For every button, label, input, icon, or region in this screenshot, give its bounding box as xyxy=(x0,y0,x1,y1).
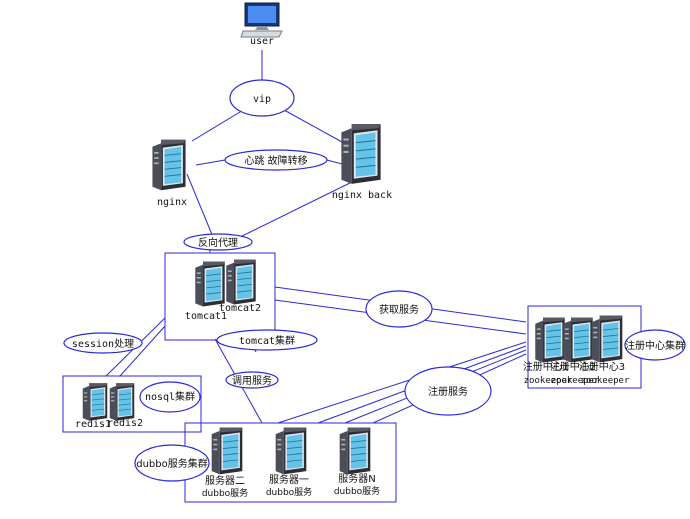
redis1-label: redis1 xyxy=(75,419,111,430)
server-2-label: 服务器二 xyxy=(205,474,245,487)
server-1-sub: dubbo服务 xyxy=(266,486,312,498)
nginx-label: nginx xyxy=(157,197,187,208)
zookeeper-label-1: zookeeper xyxy=(524,376,573,386)
label-ellipses xyxy=(63,79,686,482)
tomcat1-label: tomcat1 xyxy=(185,311,227,322)
registry-label-2: 注册中心2 xyxy=(550,360,596,373)
register-service-label: 注册服务 xyxy=(428,385,468,398)
server-2-sub: dubbo服务 xyxy=(202,487,248,499)
zookeeper-label-3: zookeeper xyxy=(581,376,630,386)
call-service-label: 调用服务 xyxy=(232,374,272,387)
registry-cluster-label: 注册中心集群 xyxy=(625,339,685,352)
server-tower-icon xyxy=(82,123,623,475)
registry-label-1: 注册中心1 xyxy=(523,360,569,373)
computer-icon xyxy=(240,2,283,38)
server-n-label: 服务器N xyxy=(338,472,375,485)
nginx-back-label: nginx back xyxy=(332,190,392,201)
get-service-label: 获取服务 xyxy=(379,303,419,316)
nosql-cluster-box xyxy=(62,375,202,433)
heartbeat-label: 心跳 故障转移 xyxy=(244,154,307,167)
server-1-label: 服务器一 xyxy=(269,473,309,486)
nosql-cluster-label: nosql集群 xyxy=(145,390,195,403)
node-labels: user nginx nginx back tomcat1 tomcat2 re… xyxy=(75,36,630,499)
tomcat-cluster-label: tomcat集群 xyxy=(239,334,295,347)
zookeeper-label-2: zookeeper xyxy=(551,376,600,386)
connector-lines xyxy=(105,50,527,424)
session-label: session处理 xyxy=(72,338,134,350)
vip-label: vip xyxy=(253,94,271,105)
user-label: user xyxy=(250,36,274,47)
reverse-proxy-label: 反向代理 xyxy=(198,236,238,249)
edge-labels: vip 心跳 故障转移 反向代理 session处理 tomcat集群 获取服务… xyxy=(72,94,685,470)
registry-label-3: 注册中心3 xyxy=(579,360,625,373)
server-n-sub: dubbo服务 xyxy=(334,485,380,497)
dubbo-cluster-label: dubbo服务集群 xyxy=(136,457,208,470)
tomcat2-label: tomcat2 xyxy=(219,303,261,314)
redis2-label: redis2 xyxy=(107,418,143,429)
